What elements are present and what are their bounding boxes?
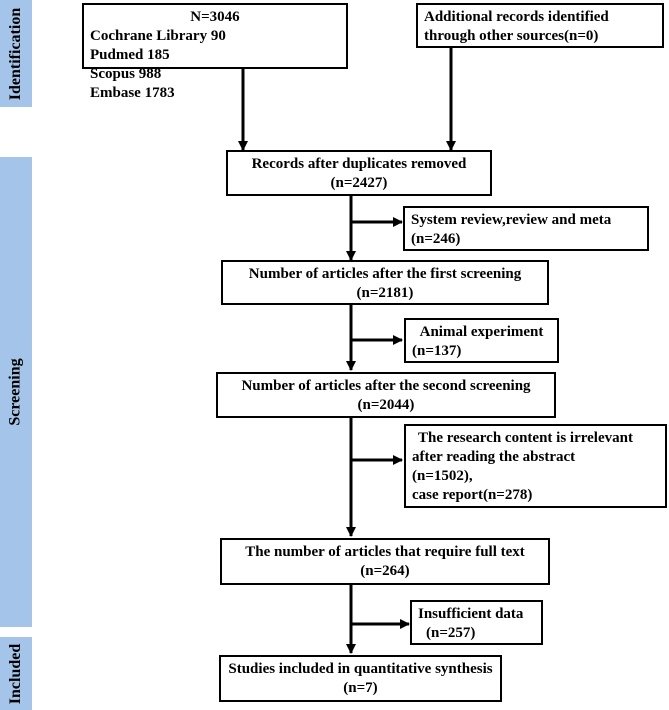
databases-row-2: Scopus 988 Embase 1783 [90, 65, 340, 103]
sidebar-identification: Identification [0, 0, 32, 107]
full-text-box: The number of articles that require full… [220, 538, 550, 585]
embase-count: Embase 1783 [90, 85, 175, 101]
exclusion-3-line-1: The research content is irrelevant [418, 430, 633, 446]
first-screening-line-2: (n=2181) [356, 285, 414, 301]
sidebar-included: Included [0, 637, 32, 710]
second-screening-line-2: (n=2044) [357, 397, 415, 413]
sidebar-screening: Screening [0, 157, 32, 627]
databases-box: N=3046 Cochrane Library 90 Pudmed 185 Sc… [82, 3, 348, 101]
exclusion-box-3: The research content is irrelevant after… [404, 424, 667, 508]
exclusion-1-line-1: System review,review and meta [411, 212, 612, 228]
other-sources-line-1: Additional records identified [424, 9, 609, 25]
second-screening-box: Number of articles after the second scre… [216, 372, 556, 418]
exclusion-4-line-2: (n=257) [426, 625, 476, 641]
first-screening-line-1: Number of articles after the first scree… [248, 266, 522, 282]
scopus-count: Scopus 988 [90, 66, 162, 82]
exclusion-3-line-2: after reading the abstract [412, 449, 576, 465]
cochrane-count: Cochrane Library 90 [90, 28, 226, 44]
exclusion-2-line-1: Animal experiment [419, 324, 544, 340]
pubmed-count: Pudmed 185 [90, 47, 170, 63]
included-line-2: (n=7) [343, 680, 378, 696]
other-sources-line-2: through other sources(n=0) [424, 28, 599, 44]
exclusion-1-line-2: (n=246) [411, 231, 461, 247]
dedup-box: Records after duplicates removed (n=2427… [226, 150, 492, 196]
included-line-1: Studies included in quantitative synthes… [228, 661, 493, 677]
dedup-line-1: Records after duplicates removed [251, 156, 467, 172]
full-text-line-2: (n=264) [360, 563, 410, 579]
full-text-line-1: The number of articles that require full… [245, 544, 525, 560]
databases-total: N=3046 [190, 9, 240, 25]
databases-row-1: Cochrane Library 90 Pudmed 185 [90, 27, 340, 65]
exclusion-3-line-4: case report(n=278) [412, 487, 533, 503]
other-sources-box: Additional records identified through ot… [416, 3, 664, 48]
included-box: Studies included in quantitative synthes… [219, 655, 502, 702]
dedup-line-2: (n=2427) [330, 175, 388, 191]
exclusion-3-line-3: (n=1502), [412, 468, 473, 484]
exclusion-2-line-2: (n=137) [412, 343, 462, 359]
exclusion-box-4: Insufficient data (n=257) [410, 600, 543, 645]
exclusion-4-line-1: Insufficient data [418, 606, 524, 622]
exclusion-box-1: System review,review and meta (n=246) [403, 206, 649, 251]
first-screening-box: Number of articles after the first scree… [221, 260, 549, 305]
second-screening-line-1: Number of articles after the second scre… [241, 378, 531, 394]
exclusion-box-2: Animal experiment (n=137) [404, 318, 559, 363]
